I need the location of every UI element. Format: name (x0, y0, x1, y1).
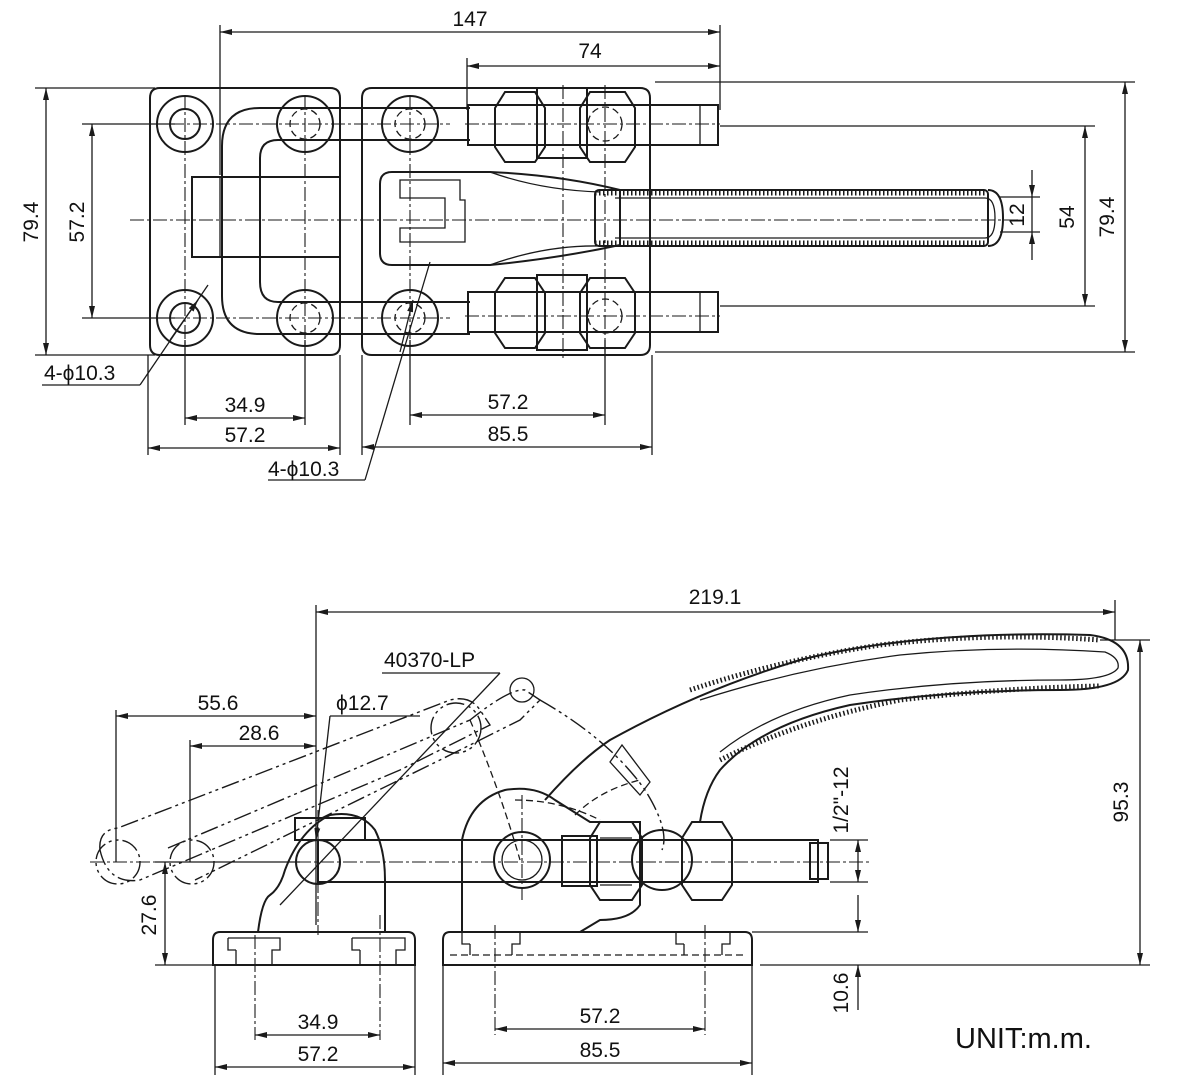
dim-79-4-left: 79.4 (20, 201, 43, 242)
dim-27-6: 27.6 (138, 895, 161, 936)
dim-85-5: 85.5 (488, 423, 529, 446)
dim-side-85-5: 85.5 (580, 1039, 621, 1062)
dim-28-6: 28.6 (239, 722, 280, 745)
dim-side-57-2-right: 57.2 (580, 1005, 621, 1028)
dim-147: 147 (452, 8, 487, 31)
side-phantom-lever (95, 677, 665, 885)
side-view: 219.1 40370-LP 55.6 28.6 ϕ12.7 1/2"-12 (90, 586, 1150, 1075)
side-lever-handle (544, 633, 1130, 823)
dim-hole-left: 4-ϕ10.3 (44, 362, 115, 385)
side-right-base (442, 931, 753, 966)
side-center-lines (90, 795, 870, 1040)
dim-10-6: 10.6 (830, 973, 853, 1014)
part-number: 40370-LP (384, 649, 475, 672)
dim-side-57-2-left: 57.2 (298, 1043, 339, 1066)
dim-219-1: 219.1 (689, 586, 742, 609)
top-mounting-holes (156, 95, 439, 347)
side-left-base (212, 931, 416, 966)
top-right-base-plate (361, 87, 651, 356)
side-right-body (461, 787, 641, 933)
dim-74: 74 (578, 40, 602, 63)
dim-55-6: 55.6 (198, 692, 239, 715)
top-left-base-plate (149, 87, 341, 356)
dim-54: 54 (1056, 205, 1079, 229)
side-dimensions: 219.1 40370-LP 55.6 28.6 ϕ12.7 1/2"-12 (115, 586, 1150, 1075)
dim-57-2-left: 57.2 (66, 202, 89, 243)
top-handle-loop (221, 107, 470, 335)
dim-57-2-bottom: 57.2 (225, 424, 266, 447)
top-dimensions: 147 74 79.4 57.2 79.4 54 (20, 8, 1135, 481)
side-base-screws (227, 931, 745, 965)
dim-thread: 1/2"-12 (830, 767, 853, 834)
dim-12: 12 (1006, 203, 1029, 226)
top-center-lines (130, 85, 1020, 360)
top-plunger-rods (467, 87, 719, 351)
top-lever-handle (379, 171, 1005, 266)
dim-79-4-right: 79.4 (1096, 196, 1119, 237)
unit-label: UNIT:m.m. (955, 1023, 1092, 1055)
dim-95-3: 95.3 (1110, 782, 1133, 823)
dim-hole-mid: 4-ϕ10.3 (268, 458, 339, 481)
top-view: 147 74 79.4 57.2 79.4 54 (20, 8, 1135, 481)
dim-phi-12-7: ϕ12.7 (336, 692, 389, 715)
side-left-bracket (257, 813, 386, 933)
dim-side-34-9: 34.9 (298, 1011, 339, 1034)
side-plunger-rod (317, 821, 829, 901)
dim-57-2-right: 57.2 (488, 391, 529, 414)
dim-34-9: 34.9 (225, 394, 266, 417)
